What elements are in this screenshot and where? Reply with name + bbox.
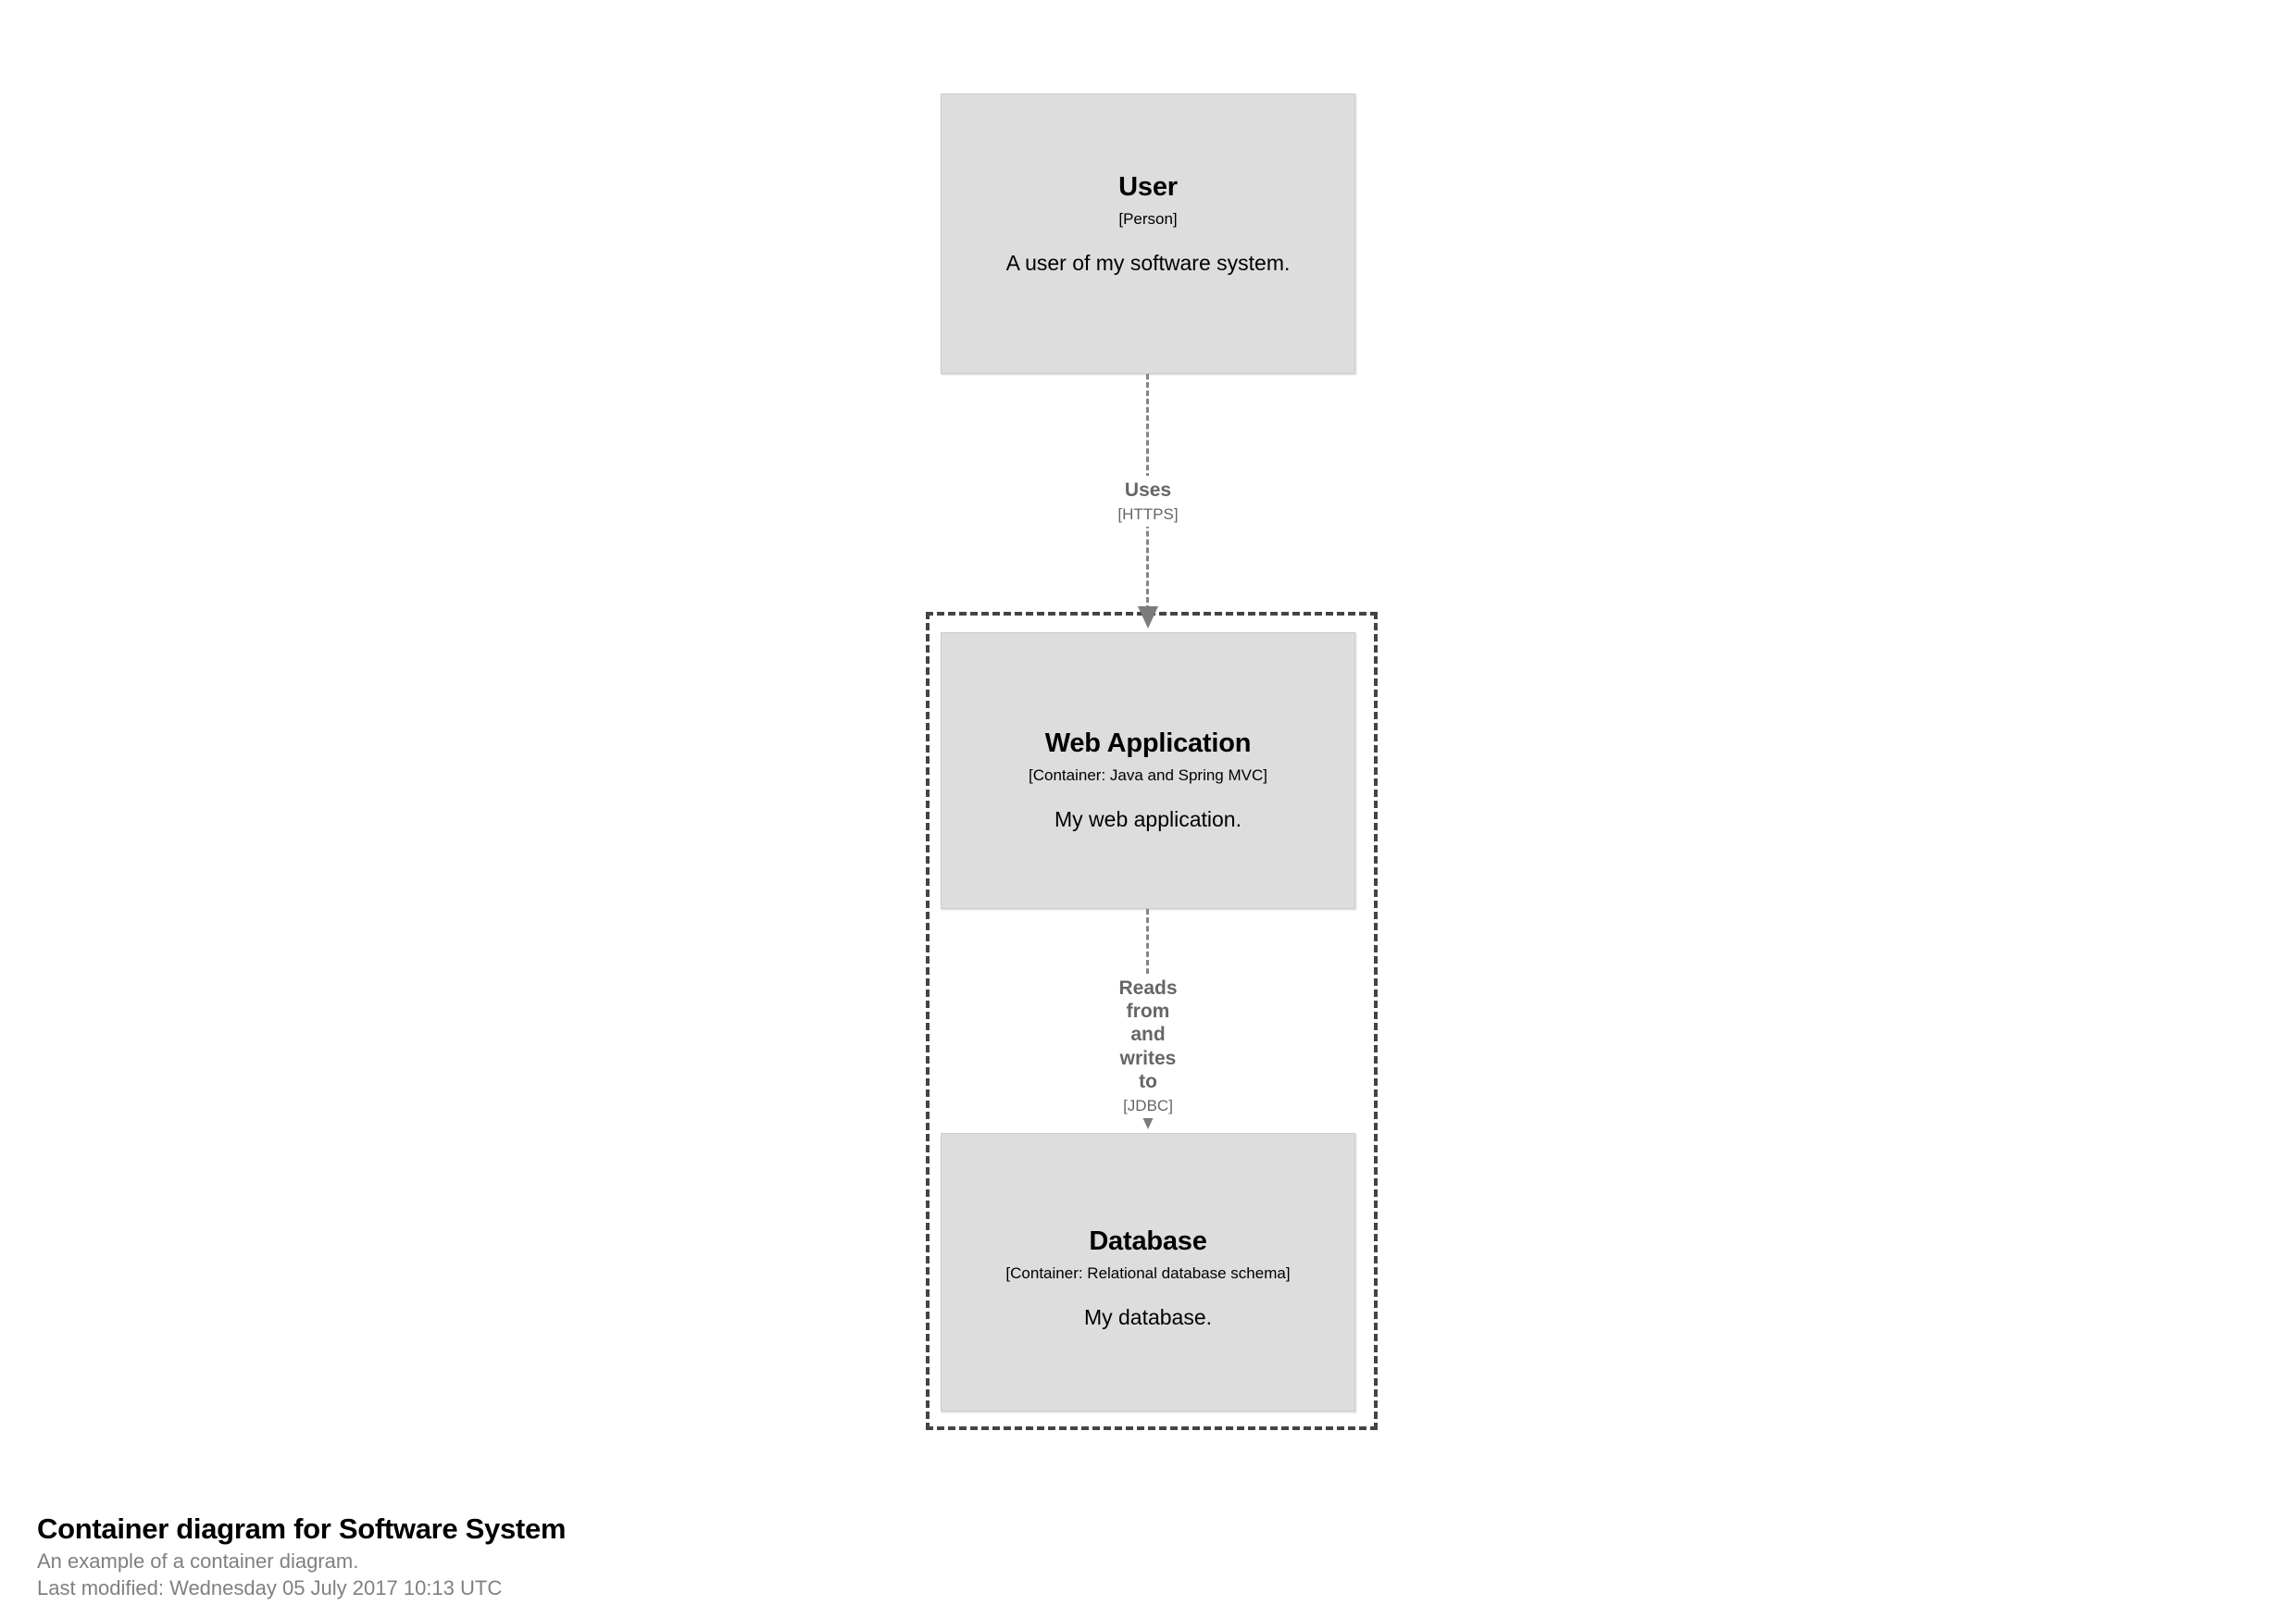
node-database-description: My database. (1083, 1304, 1213, 1329)
relationship-reads-writes-description: Reads from and writes to (1118, 977, 1178, 1092)
relationship-uses-technology: [HTTPS] (1117, 505, 1179, 524)
node-database-type: [Container: Relational database schema] (1005, 1264, 1291, 1283)
relationship-reads-writes-label: Reads from and writes to [JDBC] (1113, 974, 1183, 1119)
node-web-application-description: My web application. (1054, 806, 1242, 831)
caption-title: Container diagram for Software System (37, 1512, 567, 1545)
node-user[interactable]: User [Person] A user of my software syst… (941, 93, 1355, 374)
caption-last-modified: Last modified: Wednesday 05 July 2017 10… (37, 1575, 503, 1599)
relationship-reads-writes-technology: [JDBC] (1123, 1096, 1173, 1114)
node-web-application[interactable]: Web Application [Container: Java and Spr… (941, 632, 1355, 909)
node-database[interactable]: Database [Container: Relational database… (941, 1133, 1355, 1412)
diagram-caption: Container diagram for Software System An… (37, 1511, 1148, 1601)
node-web-application-name: Web Application (1044, 728, 1252, 758)
relationship-uses-arrowhead-icon (1138, 606, 1158, 629)
relationship-uses-label: Uses [HTTPS] (1112, 476, 1184, 528)
node-user-type: [Person] (1118, 210, 1178, 229)
caption-subtitle: An example of a container diagram. (37, 1549, 359, 1573)
node-web-application-type: [Container: Java and Spring MVC] (1029, 766, 1267, 785)
relationship-uses-description: Uses (1124, 479, 1172, 501)
node-database-name: Database (1089, 1226, 1207, 1256)
node-user-description: A user of my software system. (1005, 250, 1291, 275)
node-user-name: User (1118, 172, 1178, 202)
